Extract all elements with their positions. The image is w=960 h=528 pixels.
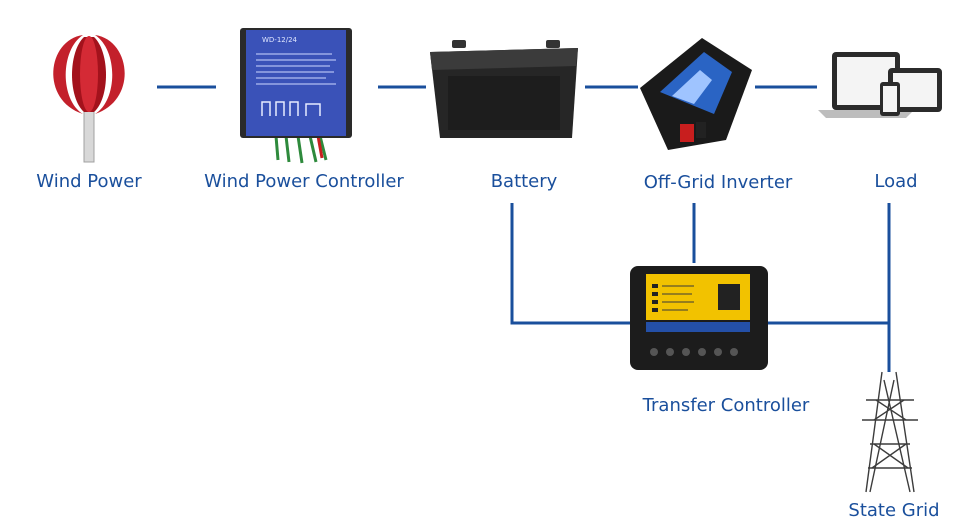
computer-devices-icon: [818, 52, 942, 118]
label-wind-power-controller: Wind Power Controller: [204, 171, 404, 192]
transmission-tower-icon: [862, 371, 918, 493]
charge-controller-icon: WD-12/24: [240, 28, 352, 164]
label-off-grid-inverter: Off-Grid Inverter: [643, 172, 793, 193]
label-load: Load: [874, 171, 918, 192]
edge-battery-to-transfer: [510, 203, 632, 325]
connection-lines: [157, 85, 891, 372]
wind-turbine-icon: [53, 35, 125, 163]
label-state-grid: State Grid: [848, 500, 940, 521]
label-transfer-controller: Transfer Controller: [642, 395, 810, 416]
inverter-icon: [640, 38, 752, 150]
battery-icon: [430, 40, 578, 138]
device-model-text: WD-12/24: [262, 36, 298, 44]
transfer-controller-icon: [630, 266, 768, 370]
label-wind-power: Wind Power: [36, 171, 142, 192]
label-battery: Battery: [490, 171, 558, 192]
